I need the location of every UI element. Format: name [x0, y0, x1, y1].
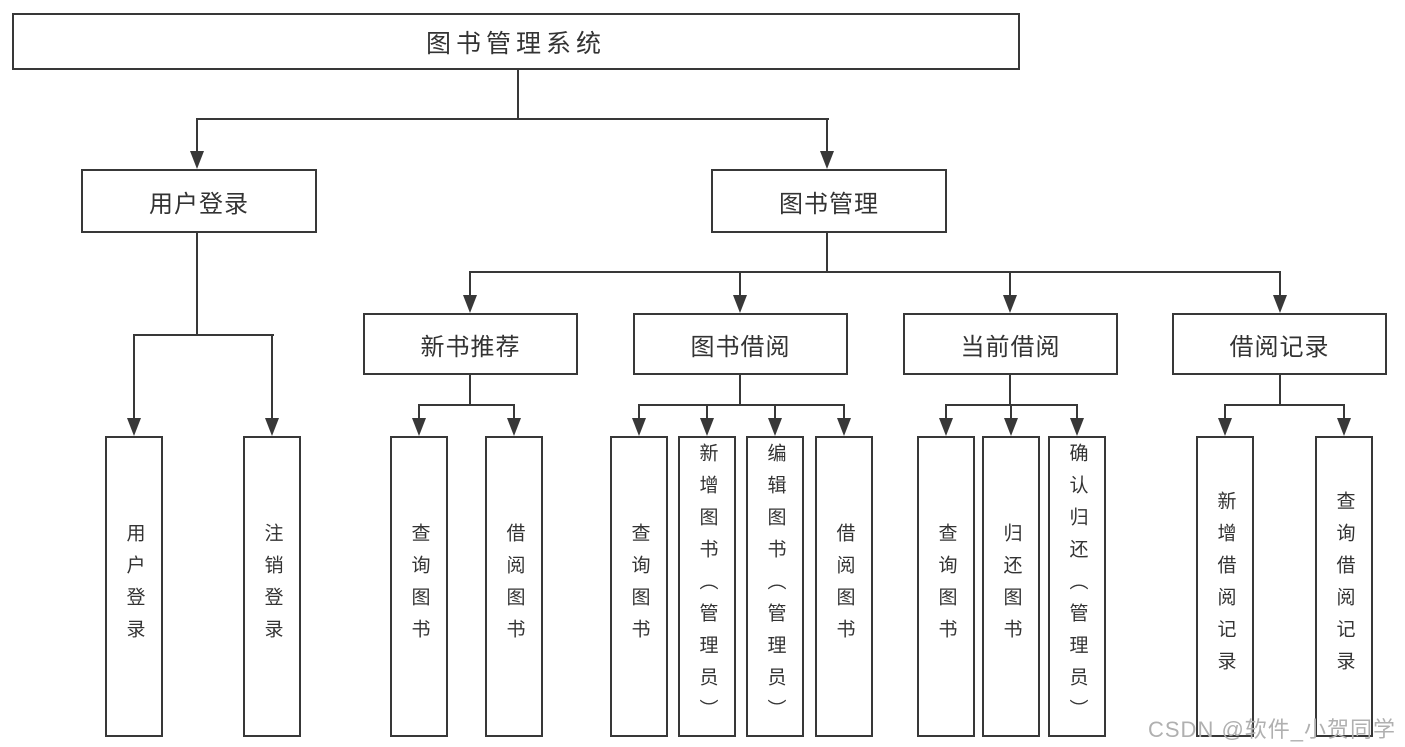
arrowhead-borrow-records [1273, 295, 1287, 313]
leaf-edit-book-admin: 编辑图书（管理员） [746, 436, 804, 737]
leaf-query-books-current: 查询图书 [917, 436, 975, 737]
leaf-confirm-return-admin: 确认归还（管理员） [1048, 436, 1106, 737]
node-user-login-label: 用户登录 [149, 190, 249, 218]
node-library-system-label: 图书管理系统 [425, 29, 606, 58]
leaf-borrow-books-label: 借阅图书 [833, 522, 855, 651]
connector-drop-add-borrow-record [1224, 404, 1226, 420]
arrowhead-add-book-admin [700, 418, 714, 436]
connector-drop-query-books-recommend [418, 404, 420, 420]
arrowhead-return-book [1004, 418, 1018, 436]
connector-drop-edit-book-admin [774, 404, 776, 420]
leaf-add-book-admin: 新增图书（管理员） [678, 436, 736, 737]
connector-drop-query-borrow-record [1343, 404, 1345, 420]
leaf-query-books-current-label: 查询图书 [935, 522, 957, 651]
arrowhead-query-books-current [939, 418, 953, 436]
node-current-borrow-label: 当前借阅 [960, 333, 1061, 361]
connector-drop-borrow-books-recommend [513, 404, 515, 420]
connector-drop-current-borrow [1009, 271, 1011, 299]
leaf-return-book: 归还图书 [982, 436, 1040, 737]
arrowhead-query-books-borrow [632, 418, 646, 436]
arrowhead-leaf-logout [265, 418, 279, 436]
leaf-borrow-books-recommend: 借阅图书 [485, 436, 543, 737]
arrowhead-book-management [820, 151, 834, 169]
node-book-borrow-label: 图书借阅 [690, 333, 791, 361]
connector-book-management-rail [469, 271, 1281, 273]
connector-drop-borrow-books [843, 404, 845, 420]
leaf-borrow-books-recommend-label: 借阅图书 [503, 522, 525, 651]
connector-drop-user-login [196, 118, 198, 154]
node-borrow-records: 借阅记录 [1172, 313, 1387, 375]
arrowhead-borrow-books-recommend [507, 418, 521, 436]
arrowhead-leaf-user-login [127, 418, 141, 436]
leaf-add-borrow-record-label: 新增借阅记录 [1214, 490, 1236, 683]
leaf-query-borrow-record-label: 查询借阅记录 [1333, 490, 1355, 683]
leaf-query-books-borrow: 查询图书 [610, 436, 668, 737]
node-library-system: 图书管理系统 [12, 13, 1020, 70]
leaf-query-borrow-record: 查询借阅记录 [1315, 436, 1373, 737]
connector-drop-book-borrow [739, 271, 741, 299]
connector-root-stem [517, 70, 519, 119]
connector-drop-query-books-borrow [638, 404, 640, 420]
arrowhead-edit-book-admin [768, 418, 782, 436]
leaf-return-book-label: 归还图书 [1000, 522, 1022, 651]
node-new-book-recommend-label: 新书推荐 [420, 333, 521, 361]
connector-borrow-records-rail [1224, 404, 1345, 406]
csdn-watermark: CSDN @软件_小贺同学 [1148, 717, 1397, 742]
connector-new-book-stem [469, 375, 471, 406]
connector-new-book-rail [418, 404, 515, 406]
connector-drop-confirm-return [1076, 404, 1078, 420]
leaf-query-books-borrow-label: 查询图书 [628, 522, 650, 651]
leaf-logout-label: 注销登录 [261, 522, 283, 651]
node-book-management: 图书管理 [711, 169, 947, 233]
connector-current-borrow-stem [1009, 375, 1011, 406]
connector-book-management-stem [826, 233, 828, 273]
connector-borrow-records-stem [1279, 375, 1281, 406]
connector-user-login-stem [196, 233, 198, 336]
connector-drop-book-management [826, 118, 828, 154]
leaf-query-books-recommend-label: 查询图书 [408, 522, 430, 651]
arrowhead-current-borrow [1003, 295, 1017, 313]
connector-book-borrow-stem [739, 375, 741, 406]
arrowhead-query-borrow-record [1337, 418, 1351, 436]
connector-drop-new-book-recommend [469, 271, 471, 299]
leaf-confirm-return-admin-label: 确认归还（管理员） [1066, 442, 1088, 731]
node-book-management-label: 图书管理 [779, 190, 879, 218]
arrowhead-user-login [190, 151, 204, 169]
connector-drop-borrow-records [1279, 271, 1281, 299]
arrowhead-new-book-recommend [463, 295, 477, 313]
arrowhead-book-borrow [733, 295, 747, 313]
leaf-logout: 注销登录 [243, 436, 301, 737]
node-borrow-records-label: 借阅记录 [1229, 333, 1330, 361]
leaf-add-book-admin-label: 新增图书（管理员） [696, 442, 718, 731]
arrowhead-add-borrow-record [1218, 418, 1232, 436]
connector-drop-leaf-logout [271, 334, 273, 420]
connector-user-login-rail [133, 334, 274, 336]
connector-root-rail [196, 118, 829, 120]
connector-drop-add-book-admin [706, 404, 708, 420]
connector-drop-return-book [1010, 404, 1012, 420]
connector-drop-query-books-current [945, 404, 947, 420]
arrowhead-query-books-recommend [412, 418, 426, 436]
arrowhead-borrow-books [837, 418, 851, 436]
node-user-login: 用户登录 [81, 169, 317, 233]
node-book-borrow: 图书借阅 [633, 313, 848, 375]
arrowhead-confirm-return [1070, 418, 1084, 436]
leaf-user-login: 用户登录 [105, 436, 163, 737]
leaf-add-borrow-record: 新增借阅记录 [1196, 436, 1254, 737]
node-new-book-recommend: 新书推荐 [363, 313, 578, 375]
connector-drop-leaf-user-login [133, 334, 135, 420]
leaf-user-login-label: 用户登录 [123, 522, 145, 651]
node-current-borrow: 当前借阅 [903, 313, 1118, 375]
leaf-borrow-books: 借阅图书 [815, 436, 873, 737]
connector-book-borrow-rail [638, 404, 845, 406]
leaf-edit-book-admin-label: 编辑图书（管理员） [764, 442, 786, 731]
leaf-query-books-recommend: 查询图书 [390, 436, 448, 737]
